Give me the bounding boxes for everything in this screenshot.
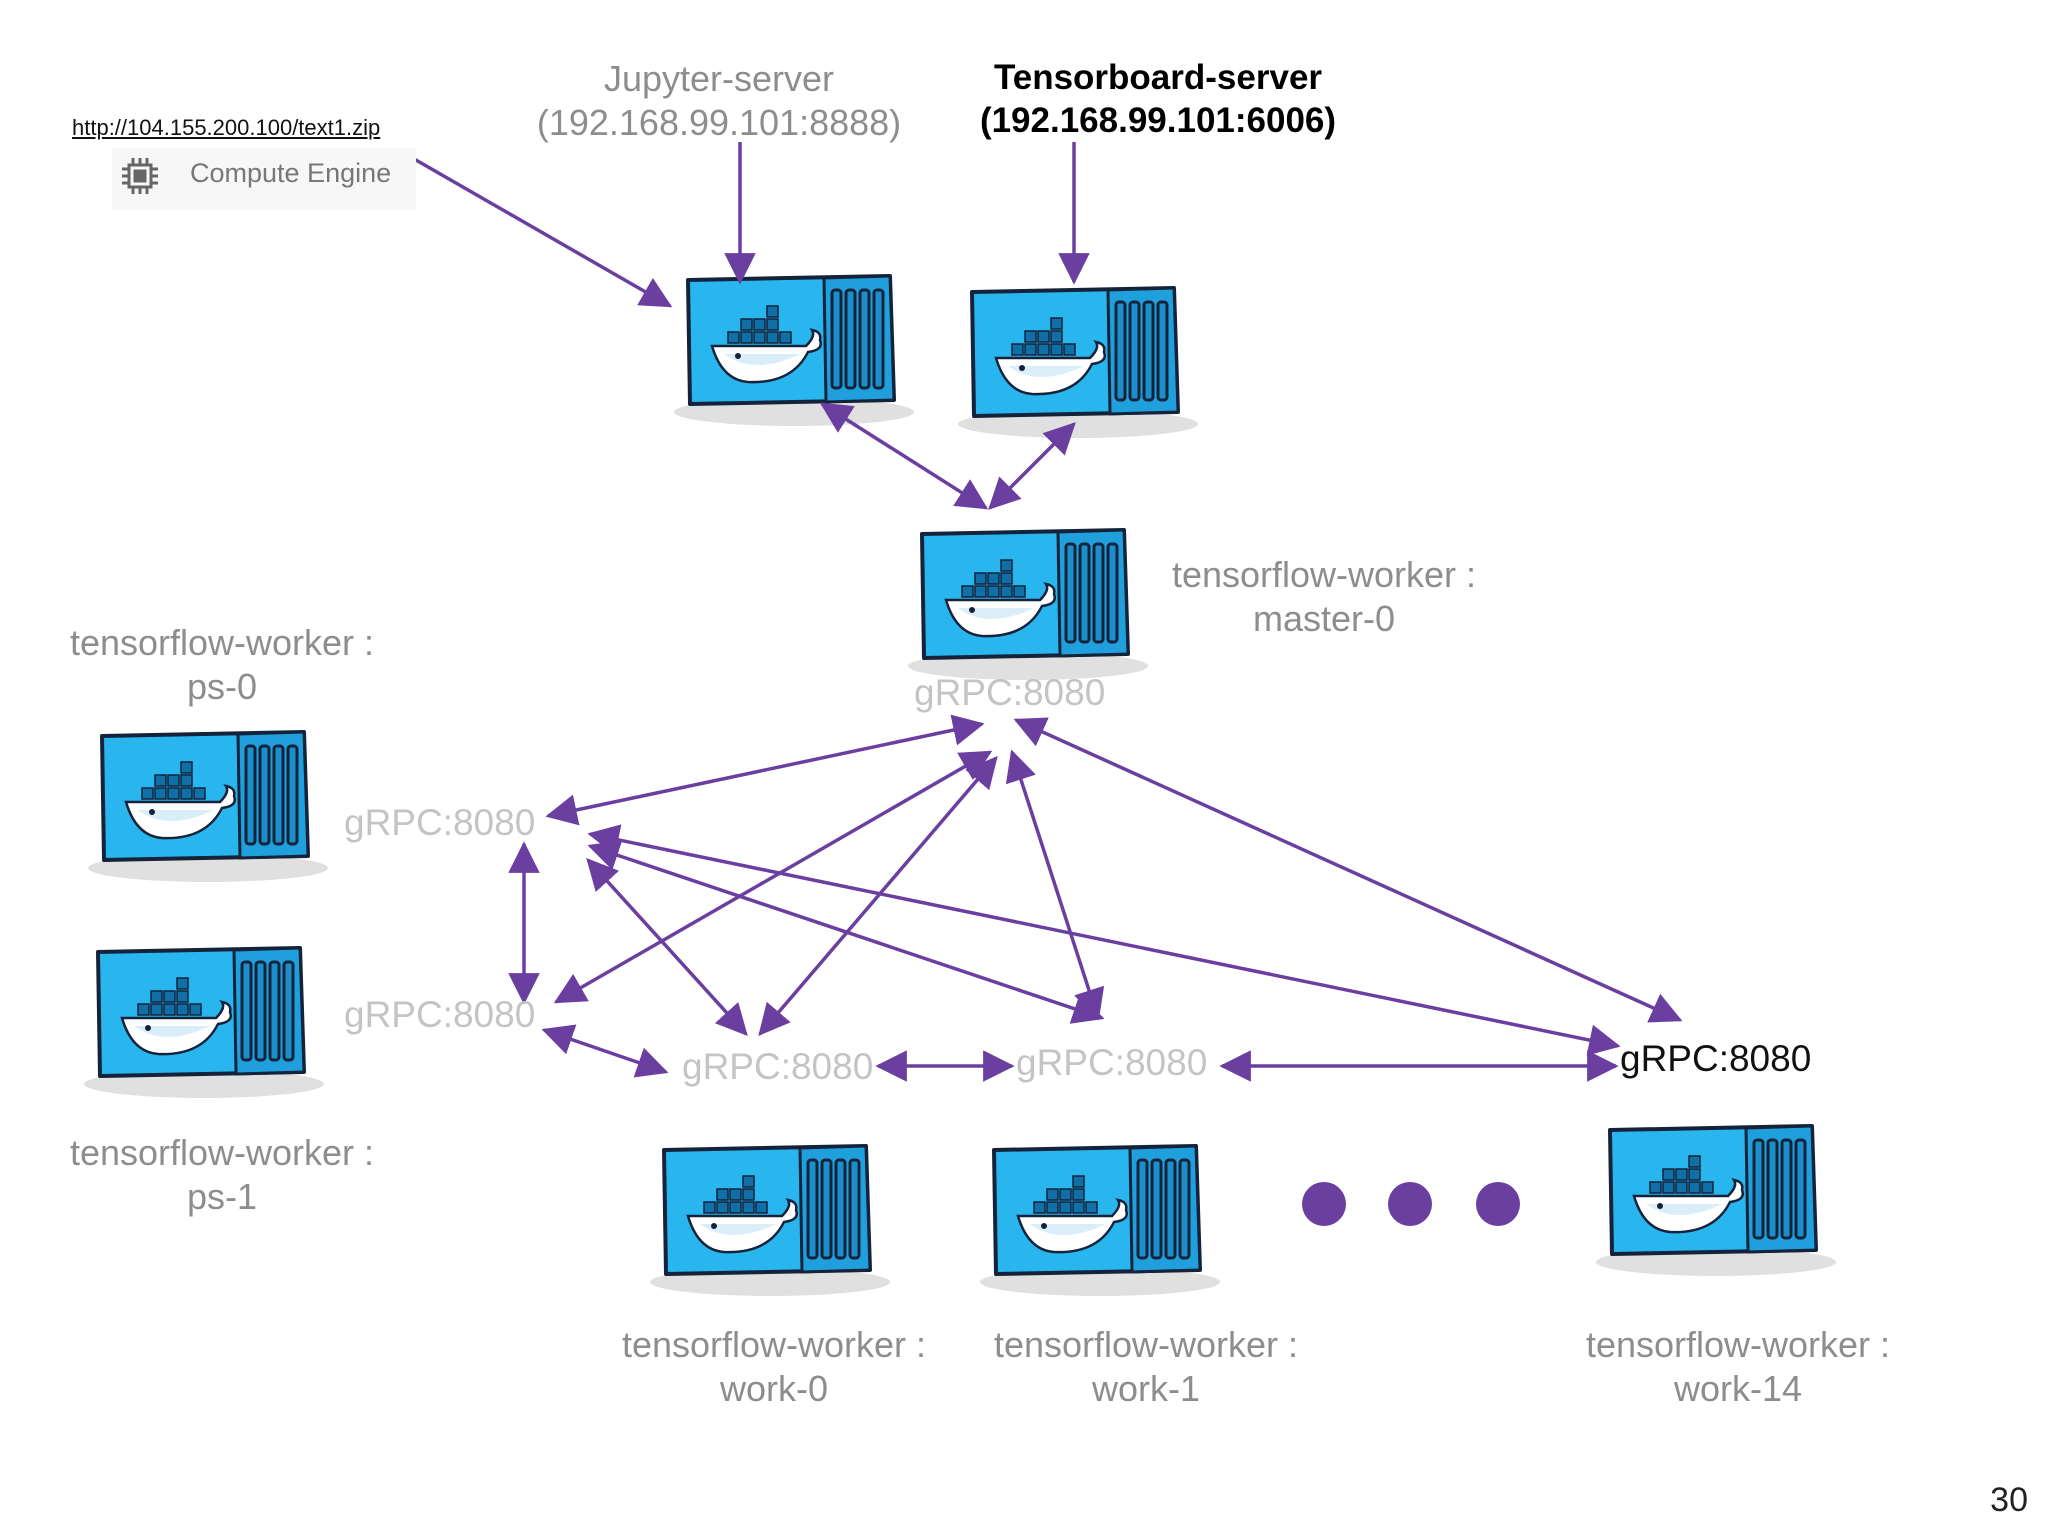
arrow-master-ps0	[545, 714, 985, 826]
tensorboard-server-address: (192.168.99.101:6006)	[979, 101, 1337, 140]
arrow-url-to-jupyter	[401, 150, 673, 308]
work-14-grpc: gRPC:8080	[1620, 1038, 1812, 1079]
work-0-grpc: gRPC:8080	[682, 1046, 874, 1087]
ps-0-task: ps-0	[186, 666, 258, 707]
arrow-tensorboard-master	[988, 422, 1076, 510]
ellipsis-dots	[1302, 1182, 1520, 1226]
ps-0-grpc: gRPC:8080	[344, 802, 536, 843]
container-work-14	[1594, 1124, 1838, 1278]
work-0-task: work-0	[719, 1368, 829, 1409]
work-0-role: tensorflow-worker :	[621, 1324, 927, 1365]
arrow-ps0-work14	[587, 824, 1621, 1056]
master-0-task: master-0	[1252, 598, 1396, 639]
arrow-jupyter-master	[819, 402, 989, 510]
tensorboard-server-name: Tensorboard-server	[993, 58, 1323, 97]
container-tensorboard	[956, 286, 1200, 440]
ellipsis-dot	[1302, 1182, 1346, 1226]
master-0-role: tensorflow-worker :	[1171, 554, 1477, 595]
compute-engine-label: Compute Engine	[190, 158, 392, 188]
ellipsis-dot	[1388, 1182, 1432, 1226]
work-1-task: work-1	[1091, 1368, 1201, 1409]
arrow-master-work0	[758, 756, 998, 1036]
work-1-role: tensorflow-worker :	[993, 1324, 1299, 1365]
container-work-1	[978, 1144, 1222, 1298]
container-ps-1	[82, 946, 326, 1100]
page-number: 30	[1990, 1481, 2028, 1519]
arrow-ps1-work0	[541, 1024, 669, 1078]
chip-icon	[122, 158, 158, 194]
ps-0-role: tensorflow-worker :	[69, 622, 375, 663]
jupyter-server-name: Jupyter-server	[603, 58, 835, 99]
master-0-grpc: gRPC:8080	[914, 672, 1106, 713]
arrow-master-work1	[1005, 749, 1105, 1021]
work-1-grpc: gRPC:8080	[1016, 1042, 1208, 1083]
ps-1-task: ps-1	[186, 1176, 258, 1217]
work-14-role: tensorflow-worker :	[1585, 1324, 1891, 1365]
ellipsis-dot	[1476, 1182, 1520, 1226]
compute-engine-badge	[112, 148, 416, 210]
arrow-ps0-work1	[587, 840, 1105, 1024]
container-master-0	[906, 528, 1150, 682]
container-work-0	[648, 1144, 892, 1298]
ps-1-grpc: gRPC:8080	[344, 994, 536, 1035]
work-14-task: work-14	[1673, 1368, 1803, 1409]
container-ps-0	[86, 730, 330, 884]
arrow-master-ps1	[553, 750, 993, 1004]
source-url-link[interactable]: http://104.155.200.100/text1.zip	[72, 115, 381, 140]
container-jupyter	[672, 274, 916, 428]
arrow-ps0-work0	[586, 858, 748, 1036]
arrow-master-work14	[1013, 717, 1683, 1023]
ps-1-role: tensorflow-worker :	[69, 1132, 375, 1173]
jupyter-server-address: (192.168.99.101:8888)	[536, 102, 902, 143]
